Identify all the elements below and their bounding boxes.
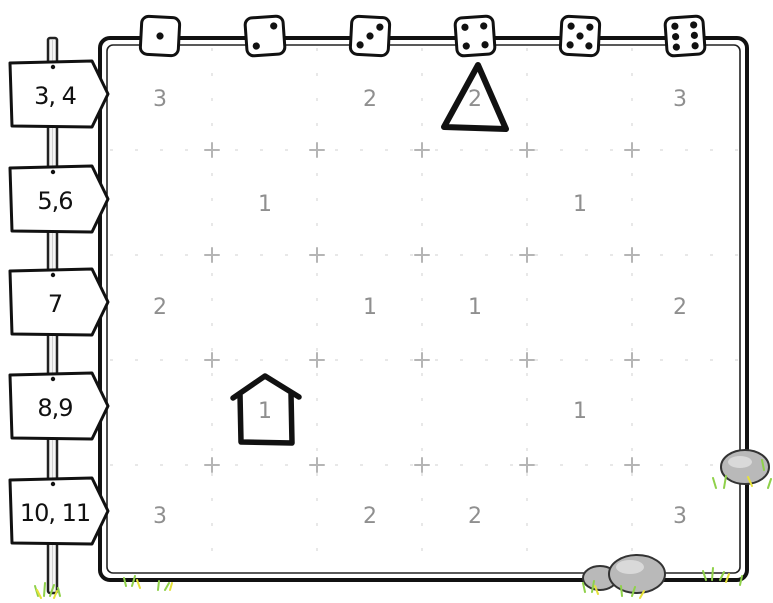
rock-icon [721,450,769,484]
cell-value[interactable]: 1 [363,295,377,320]
die-five-icon [560,16,600,56]
cell-value[interactable]: 2 [468,504,482,529]
grid-cross [520,458,534,472]
cell-value[interactable]: 3 [153,504,167,529]
grid-cross [415,458,429,472]
grid-cross [205,248,219,262]
die-one-icon [140,16,180,56]
die-three-icon [350,16,390,56]
grid-cross [205,143,219,157]
grid-cross [625,458,639,472]
cell-value[interactable]: 3 [153,87,167,112]
row-sign: 3, 4 [10,61,108,127]
markers [233,65,506,443]
row-sign: 5,6 [10,166,108,232]
cell-value[interactable]: 2 [673,295,687,320]
grid-cross [415,353,429,367]
row-sign-label: 8,9 [37,394,72,422]
grid-cross [205,458,219,472]
row-signs: 3, 4 5,6 7 8,9 10, 11 [10,61,108,544]
cell-value[interactable]: 3 [673,87,687,112]
row-sign: 7 [10,269,108,335]
grid-cross [415,143,429,157]
cell-value[interactable]: 1 [573,192,587,217]
grid-cross [415,248,429,262]
grid-cross [310,248,324,262]
grid-guides [110,48,738,572]
grid-cross [625,248,639,262]
cell-value[interactable]: 3 [673,504,687,529]
grid-cross [310,143,324,157]
grid-cross [310,353,324,367]
cell-value[interactable]: 1 [258,192,272,217]
row-sign-label: 3, 4 [34,82,76,110]
die-two-icon [245,16,286,57]
row-sign-label: 7 [48,290,62,318]
grid-cross [310,458,324,472]
row-sign: 10, 11 [10,478,108,544]
board-frame [100,38,747,580]
die-four-icon [455,16,496,57]
cell-value[interactable]: 1 [573,399,587,424]
score-cells: 3 2 2 3 1 1 2 1 1 2 1 1 3 2 2 3 [153,87,687,529]
grid-cross [205,353,219,367]
cell-value[interactable]: 2 [363,87,377,112]
grid-cross [625,353,639,367]
cell-value[interactable]: 1 [468,295,482,320]
cell-value[interactable]: 2 [468,87,482,112]
cell-value[interactable]: 2 [153,295,167,320]
row-sign: 8,9 [10,373,108,439]
row-sign-label: 5,6 [37,187,72,215]
grid-cross [520,248,534,262]
die-six-icon [665,16,706,57]
cell-value[interactable]: 1 [258,399,272,424]
row-sign-label: 10, 11 [20,499,90,527]
grid-cross [625,143,639,157]
grid-cross [520,143,534,157]
cell-value[interactable]: 2 [363,504,377,529]
grid-cross [520,353,534,367]
